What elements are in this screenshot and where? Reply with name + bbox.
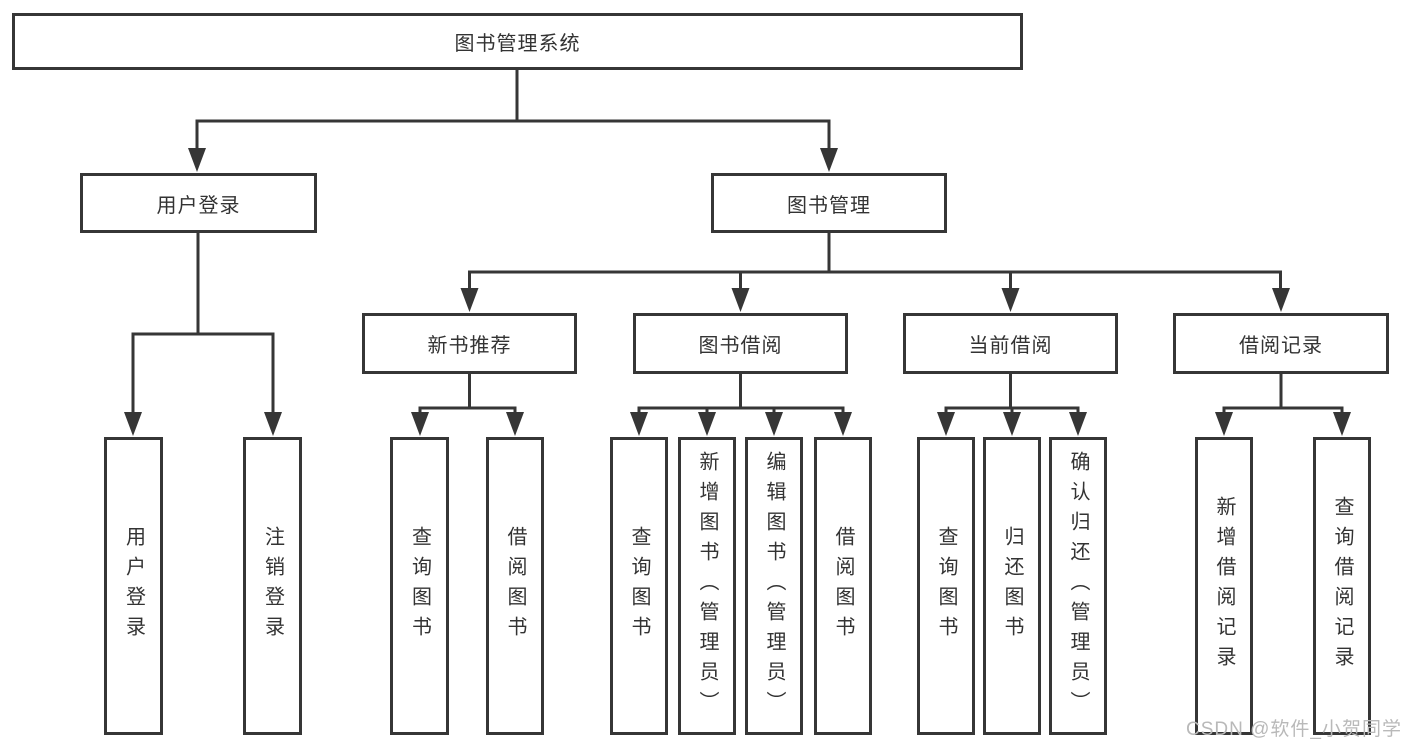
- node-label: 新增借阅记录: [1213, 496, 1235, 676]
- node-label: 编辑图书（管理员）: [763, 451, 785, 721]
- node-new-book-recommendation: 新书推荐: [362, 313, 577, 374]
- arrowheads: [124, 148, 1351, 436]
- arrow-down-icon: [820, 148, 838, 172]
- node-label: 用户登录: [156, 194, 241, 217]
- arrow-down-icon: [731, 288, 750, 312]
- node-user-login: 用户登录: [80, 173, 317, 233]
- arrow-down-icon: [188, 148, 206, 172]
- arrow-down-icon: [411, 412, 429, 436]
- node-label: 当前借阅: [968, 335, 1053, 357]
- arrow-down-icon: [698, 412, 716, 436]
- leaf-logout: 注销登录: [243, 437, 302, 735]
- leaf-borrow-books-recommend: 借阅图书: [486, 437, 544, 735]
- leaf-add-book-admin: 新增图书（管理员）: [678, 437, 736, 735]
- node-label: 查询图书: [408, 526, 431, 646]
- arrow-down-icon: [630, 412, 648, 436]
- node-label: 图书管理系统: [454, 33, 581, 55]
- arrow-down-icon: [1272, 288, 1290, 312]
- node-label: 图书管理: [787, 194, 871, 217]
- arrow-down-icon: [124, 412, 142, 436]
- arrow-down-icon: [1001, 288, 1020, 312]
- node-label: 借阅图书: [832, 526, 854, 646]
- leaf-query-borrow-record: 查询借阅记录: [1313, 437, 1371, 735]
- node-label: 图书借阅: [698, 335, 783, 357]
- node-book-borrowing: 图书借阅: [633, 313, 848, 374]
- node-label: 归还图书: [1001, 526, 1023, 646]
- leaf-query-books-current: 查询图书: [917, 437, 975, 735]
- node-label: 借阅图书: [504, 526, 526, 646]
- arrow-down-icon: [506, 412, 524, 436]
- node-label: 查询借阅记录: [1331, 496, 1353, 676]
- node-book-management: 图书管理: [711, 173, 947, 233]
- leaf-query-books-recommend: 查询图书: [390, 437, 449, 735]
- node-label: 确认归还（管理员）: [1067, 451, 1089, 721]
- node-label: 用户登录: [122, 526, 145, 646]
- node-label: 注销登录: [261, 526, 284, 646]
- node-borrowing-records: 借阅记录: [1173, 313, 1389, 374]
- node-label: 新书推荐: [427, 335, 512, 357]
- arrow-down-icon: [1333, 412, 1351, 436]
- node-label: 新增图书（管理员）: [696, 451, 718, 721]
- arrow-down-icon: [937, 412, 955, 436]
- leaf-edit-book-admin: 编辑图书（管理员）: [745, 437, 803, 735]
- node-label: 查询图书: [628, 526, 650, 646]
- leaf-query-books-borrowing: 查询图书: [610, 437, 668, 735]
- csdn-watermark: CSDN @软件_小贺同学: [1186, 719, 1402, 740]
- arrow-down-icon: [1215, 412, 1233, 436]
- arrow-down-icon: [1069, 412, 1087, 436]
- node-current-borrowing: 当前借阅: [903, 313, 1118, 374]
- node-label: 借阅记录: [1239, 335, 1323, 357]
- arrow-down-icon: [1003, 412, 1021, 436]
- node-label: 查询图书: [935, 526, 957, 646]
- arrow-down-icon: [264, 412, 282, 436]
- leaf-borrow-books-borrowing: 借阅图书: [814, 437, 872, 735]
- leaf-confirm-return-admin: 确认归还（管理员）: [1049, 437, 1107, 735]
- arrow-down-icon: [834, 412, 852, 436]
- leaf-user-login: 用户登录: [104, 437, 163, 735]
- leaf-add-borrow-record: 新增借阅记录: [1195, 437, 1253, 735]
- leaf-return-books: 归还图书: [983, 437, 1041, 735]
- arrow-down-icon: [765, 412, 783, 436]
- arrow-down-icon: [460, 288, 479, 312]
- node-root-system: 图书管理系统: [12, 13, 1023, 70]
